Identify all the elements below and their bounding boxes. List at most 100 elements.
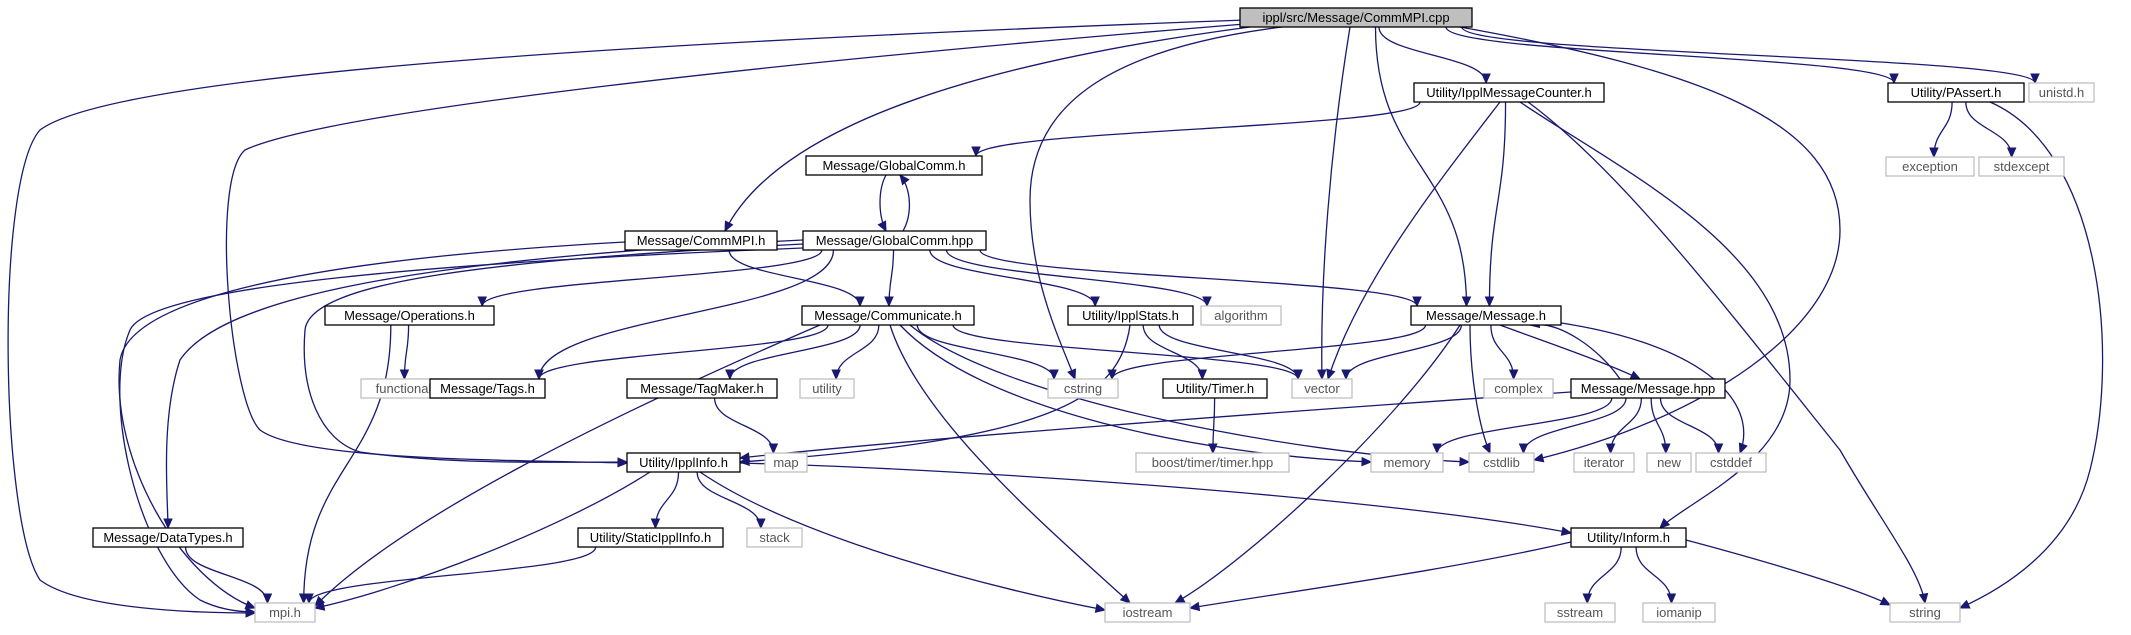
node-tagmaker[interactable]: Message/TagMaker.h xyxy=(626,378,778,399)
node-commmpi-cpp[interactable]: ippl/src/Message/CommMPI.cpp xyxy=(1239,7,1473,28)
node-ippl-message-counter[interactable]: Utility/IpplMessageCounter.h xyxy=(1413,82,1605,103)
edge-inform-to-string xyxy=(1685,539,1891,606)
node-box xyxy=(1695,452,1767,473)
node-passert[interactable]: Utility/PAssert.h xyxy=(1887,82,2025,103)
arrowhead-tags xyxy=(534,369,544,381)
arrowhead-sstream xyxy=(1582,593,1593,605)
arrowhead-complex xyxy=(1508,369,1519,381)
node-operations[interactable]: Message/Operations.h xyxy=(324,305,495,326)
arrowhead-communicate xyxy=(855,296,865,308)
node-box xyxy=(1067,305,1194,326)
arrowhead-global-comm-h xyxy=(971,146,981,158)
node-label: iterator xyxy=(1584,455,1625,470)
node-label: boost/timer/timer.hpp xyxy=(1152,455,1273,470)
edge-message-hpp-to-message-h xyxy=(1529,323,1621,380)
edge-communicate-to-memory xyxy=(899,324,1372,463)
node-box xyxy=(1239,7,1473,28)
node-stdexcept: stdexcept xyxy=(1978,156,2065,177)
node-exception: exception xyxy=(1885,156,1975,177)
arrowhead-vector xyxy=(1326,368,1336,381)
node-global-comm-hpp[interactable]: Message/GlobalComm.hpp xyxy=(802,230,987,251)
node-ippl-stats[interactable]: Utility/IpplStats.h xyxy=(1067,305,1194,326)
edge-communicate-to-tags xyxy=(538,324,829,380)
node-cstdlib: cstdlib xyxy=(1468,452,1535,473)
node-box xyxy=(1978,156,2065,177)
node-message-hpp[interactable]: Message/Message.hpp xyxy=(1570,378,1726,399)
node-string: string xyxy=(1889,602,1961,623)
node-new: new xyxy=(1646,452,1692,473)
node-ippl-info[interactable]: Utility/IpplInfo.h xyxy=(626,452,741,473)
node-box xyxy=(802,230,987,251)
node-box xyxy=(746,527,803,548)
node-message-h[interactable]: Message/Message.h xyxy=(1410,305,1562,326)
edge-communicate-to-tagmaker xyxy=(729,324,861,380)
node-datatypes[interactable]: Message/DataTypes.h xyxy=(92,527,244,548)
node-label: memory xyxy=(1384,455,1431,470)
edge-commmpi-cpp-to-mpi xyxy=(7,19,1246,614)
edge-communicate-to-utility xyxy=(835,324,880,380)
node-inform[interactable]: Utility/Inform.h xyxy=(1570,527,1687,548)
arrowhead-vector xyxy=(1317,369,1327,381)
arrowhead-operations xyxy=(477,296,488,308)
node-box xyxy=(429,378,546,399)
arrowhead-global-comm-h xyxy=(899,174,910,186)
edge-operations-to-mpi xyxy=(303,324,392,604)
node-box xyxy=(1570,527,1687,548)
node-label: new xyxy=(1657,455,1681,470)
arrowhead-passert xyxy=(1889,73,1899,85)
node-communicate[interactable]: Message/Communicate.h xyxy=(801,305,975,326)
node-tags[interactable]: Message/Tags.h xyxy=(429,378,546,399)
node-box xyxy=(1889,602,1961,623)
node-label: unistd.h xyxy=(2039,85,2085,100)
node-label: Message/Message.hpp xyxy=(1581,381,1715,396)
node-cstddef: cstddef xyxy=(1695,452,1767,473)
node-label: Message/GlobalComm.h xyxy=(822,158,965,173)
edge-global-comm-hpp-to-algorithm xyxy=(945,249,1208,307)
node-label: Utility/StaticIpplInfo.h xyxy=(590,530,711,545)
node-label: Message/Communicate.h xyxy=(814,308,961,323)
node-timer[interactable]: Utility/Timer.h xyxy=(1162,378,1268,399)
node-box xyxy=(254,602,316,623)
node-label: stack xyxy=(759,530,790,545)
arrowhead-iostream xyxy=(1119,593,1131,604)
edge-ippl-info-to-stack xyxy=(696,471,762,529)
arrowhead-mpi xyxy=(244,600,257,610)
node-box xyxy=(1410,305,1562,326)
edge-inform-to-iomanip xyxy=(1635,546,1673,604)
node-mpi: mpi.h xyxy=(254,602,316,623)
arrowhead-inform xyxy=(1560,526,1573,536)
arrowhead-unistd xyxy=(2030,73,2040,85)
edge-commmpi-cpp-to-commmpi-h xyxy=(724,26,1251,232)
node-box xyxy=(1104,602,1191,623)
node-static-ippl-info[interactable]: Utility/StaticIpplInfo.h xyxy=(577,527,724,548)
node-label: vector xyxy=(1304,381,1340,396)
arrowhead-datatypes xyxy=(163,518,173,530)
arrowhead-cstdlib xyxy=(1481,442,1491,455)
node-label: Message/Tags.h xyxy=(440,381,535,396)
node-box xyxy=(1483,378,1554,399)
edge-commmpi-h-to-mpi xyxy=(118,241,626,609)
edge-message-h-to-message-hpp xyxy=(1499,324,1641,380)
arrowhead-global-comm-hpp xyxy=(877,220,887,233)
node-box xyxy=(626,378,778,399)
arrowhead-ippl-stats xyxy=(1090,296,1100,308)
arrowhead-cstring xyxy=(1067,368,1077,381)
node-box xyxy=(1642,602,1716,623)
edge-passert-to-string xyxy=(1959,101,2104,609)
node-box xyxy=(764,452,808,473)
node-commmpi-h[interactable]: Message/CommMPI.h xyxy=(624,230,778,251)
arrowhead-message-h xyxy=(1461,296,1472,308)
edge-commmpi-cpp-to-ippl-message-counter xyxy=(1378,26,1487,84)
node-box xyxy=(1887,82,2025,103)
edge-communicate-to-mpi xyxy=(314,324,821,607)
arrowhead-iomanip xyxy=(1666,593,1677,605)
arrowhead-stack xyxy=(756,518,766,530)
edge-ippl-info-to-iostream xyxy=(699,471,1106,611)
node-box xyxy=(1573,452,1635,473)
node-box xyxy=(801,305,975,326)
node-box xyxy=(1413,82,1605,103)
arrowhead-stdexcept xyxy=(2006,147,2017,159)
edge-ippl-message-counter-to-inform xyxy=(1519,101,1791,529)
node-global-comm-h[interactable]: Message/GlobalComm.h xyxy=(805,155,983,176)
edge-commmpi-cpp-to-unistd xyxy=(1461,26,2036,84)
